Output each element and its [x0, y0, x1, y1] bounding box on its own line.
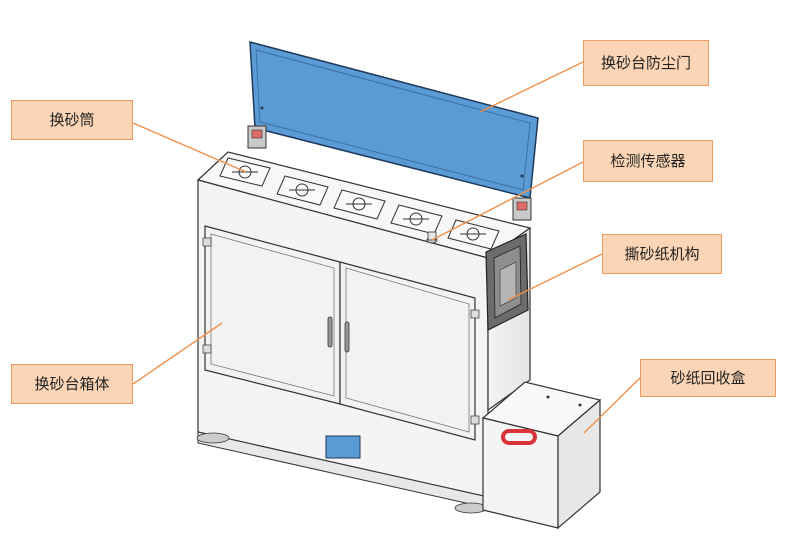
callout-dust-door: 换砂台防尘门: [583, 40, 709, 86]
sand-drum: [447, 219, 500, 250]
label-sand-drum: 换砂筒: [49, 110, 95, 129]
tear-mechanism: [485, 233, 529, 331]
leader-recycle-box: [583, 377, 641, 434]
sand-drum: [333, 189, 386, 220]
label-sensor: 检测传感器: [610, 151, 686, 170]
callout-tear-mechanism: 撕砂纸机构: [602, 234, 722, 274]
callout-cabinet: 换砂台箱体: [11, 364, 133, 404]
leader-sand-drum: [132, 122, 247, 173]
recycle-box: [481, 381, 602, 530]
leader-tear-mechanism: [507, 253, 603, 301]
callout-sand-drum: 换砂筒: [11, 100, 133, 140]
callout-recycle-box: 砂纸回收盒: [640, 359, 776, 397]
label-recycle-box: 砂纸回收盒: [670, 368, 746, 387]
label-dust-door: 换砂台防尘门: [600, 53, 691, 72]
label-cabinet: 换砂台箱体: [34, 374, 110, 393]
hinge-right: [512, 197, 532, 221]
label-tear-mechanism: 撕砂纸机构: [624, 244, 700, 263]
sand-drum: [276, 175, 329, 206]
leader-dust-door: [479, 61, 584, 113]
leader-lines: [132, 61, 641, 434]
hinge-left: [247, 125, 267, 149]
leader-sensor: [431, 161, 584, 241]
leader-cabinet: [132, 322, 223, 385]
callout-sensor: 检测传感器: [583, 140, 713, 182]
